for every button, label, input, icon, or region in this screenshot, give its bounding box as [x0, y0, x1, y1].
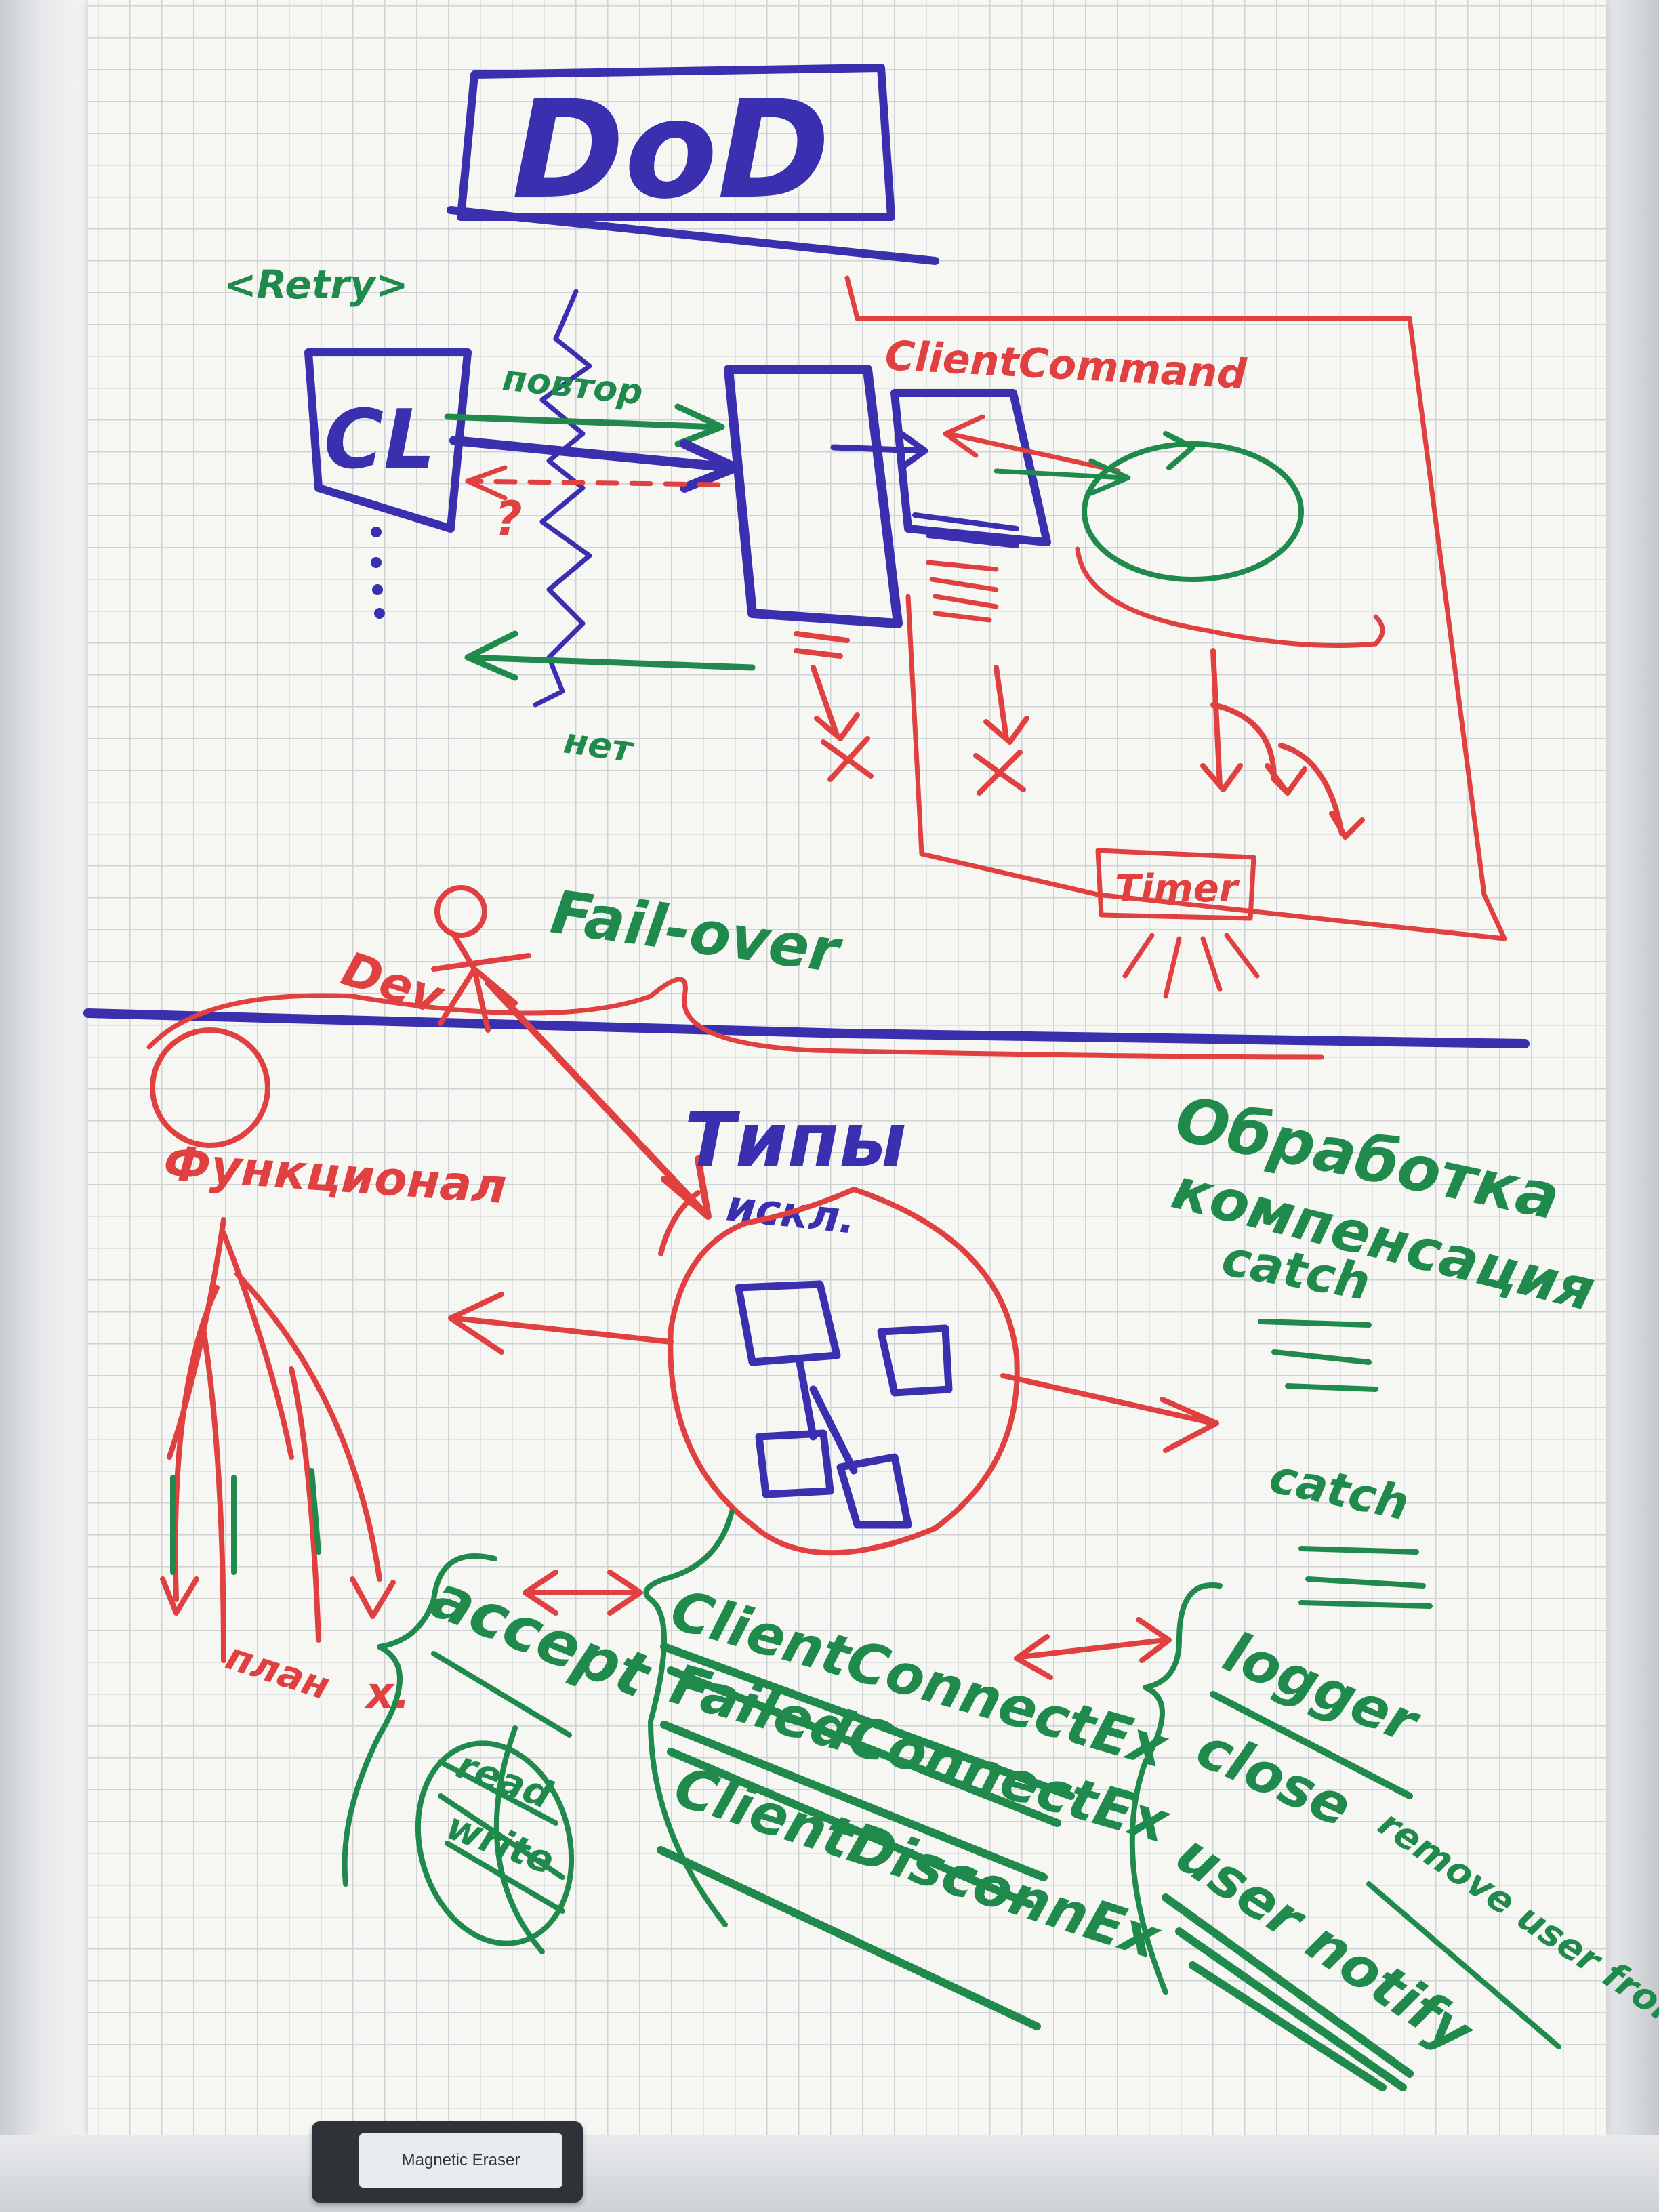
timer-box	[1095, 848, 1260, 999]
left-x-label: x.	[364, 1668, 411, 1719]
server-red-marks	[794, 631, 850, 659]
repeat-label: повтор	[501, 358, 645, 413]
action-close: close	[1187, 1715, 1361, 1839]
question-mark: ?	[495, 491, 523, 547]
remove-user-label: remove user from call	[1371, 1802, 1659, 2091]
exceptions-brace	[643, 1509, 735, 1927]
magnetic-eraser[interactable]: Magnetic Eraser	[312, 2121, 583, 2203]
functional-tree	[150, 1027, 396, 1663]
handler-hatch	[912, 512, 1019, 623]
client-box	[304, 348, 472, 533]
accept-underline	[431, 1651, 572, 1738]
exception-strikes	[657, 1643, 1075, 2030]
client-command-label: ClientCommand	[884, 332, 1248, 398]
server-internal-arrow	[830, 430, 928, 471]
flow-curve	[1075, 546, 1385, 648]
catch-lines-2	[1298, 1546, 1433, 1609]
read-write-oval	[415, 1740, 575, 1946]
catch-label-2: catch	[1265, 1450, 1413, 1531]
no-arrow	[464, 630, 756, 681]
types-label: Типы	[684, 1097, 907, 1183]
user-notify-strikes	[1162, 1893, 1414, 2091]
ellipsis-dots	[371, 527, 385, 619]
failover-label: Fail-over	[547, 877, 846, 987]
types-diagram	[735, 1280, 953, 1529]
client-box-label: CL	[324, 393, 436, 487]
request-arrows	[444, 403, 740, 501]
functional-tree-green	[170, 1468, 321, 1575]
client-command-frame	[844, 275, 1507, 941]
command-handler-box	[890, 389, 1051, 546]
section-divider	[83, 1008, 1530, 1048]
eraser-label: Magnetic Eraser	[359, 2133, 562, 2188]
actions-brace	[1129, 1582, 1223, 1995]
developer-wave	[146, 977, 1324, 1060]
no-label: нет	[561, 720, 637, 771]
server-box	[724, 365, 903, 628]
retry-label: <Retry>	[224, 262, 408, 308]
title-text: DoD	[512, 71, 830, 229]
developer-figure	[431, 885, 531, 1033]
logger-underline	[1210, 1691, 1413, 1799]
marker-tray	[0, 2135, 1659, 2212]
left-leg-label: план	[221, 1634, 335, 1708]
loop-circle	[1082, 431, 1304, 582]
accept-exception-arrow	[523, 1570, 643, 1616]
failure-arrows	[811, 648, 1365, 840]
developer-label: Dev	[335, 941, 451, 1025]
remove-user-underline	[1366, 1881, 1561, 2049]
network-wave	[533, 289, 592, 708]
accept-brace	[342, 1553, 545, 1954]
title-frame	[447, 64, 939, 265]
developer-arrow	[485, 979, 712, 1220]
timer-label: Timer	[1115, 867, 1240, 911]
types-bubble	[448, 1187, 1219, 1556]
catch-lines-1	[1258, 1319, 1378, 1392]
exception-action-arrow	[1014, 1617, 1172, 1680]
